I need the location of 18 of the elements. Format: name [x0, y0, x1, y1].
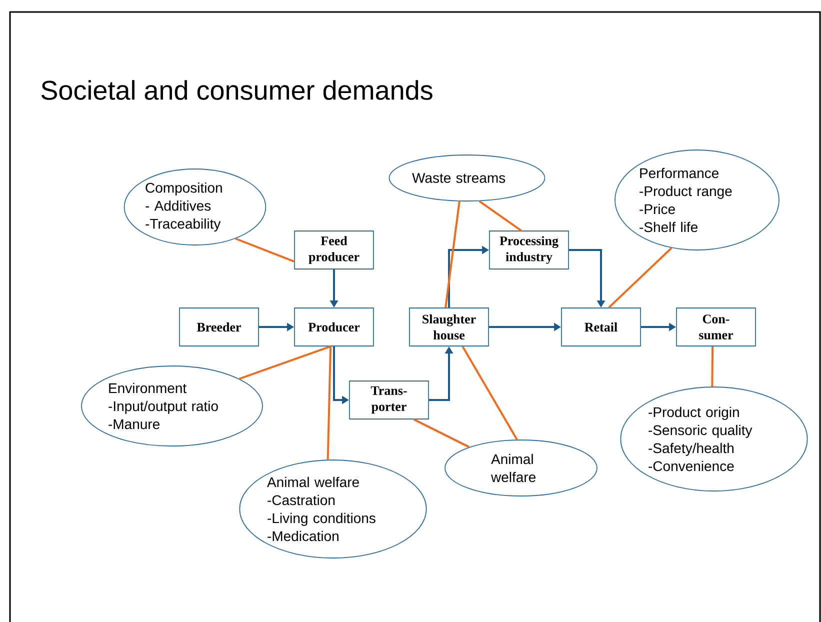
- connector-line: [413, 418, 470, 448]
- connector-line: [711, 346, 714, 387]
- process-box: Feed producer: [294, 230, 374, 270]
- connector-line: [478, 200, 522, 232]
- process-box: Retail: [561, 308, 641, 346]
- connector-line: [462, 346, 518, 440]
- connector-line: [239, 346, 331, 380]
- process-box: Con- sumer: [676, 308, 756, 346]
- title: Societal and consumer demands: [41, 80, 432, 100]
- process-box: Producer: [294, 308, 374, 346]
- connector-line: [235, 238, 294, 262]
- process-box: Slaughter house: [409, 308, 489, 346]
- connector-line: [326, 346, 332, 460]
- process-box: Trans- porter: [349, 380, 429, 420]
- process-box: Breeder: [179, 308, 259, 346]
- process-box: Processing industry: [489, 230, 569, 270]
- connector-line: [444, 201, 460, 308]
- connector-line: [608, 247, 672, 308]
